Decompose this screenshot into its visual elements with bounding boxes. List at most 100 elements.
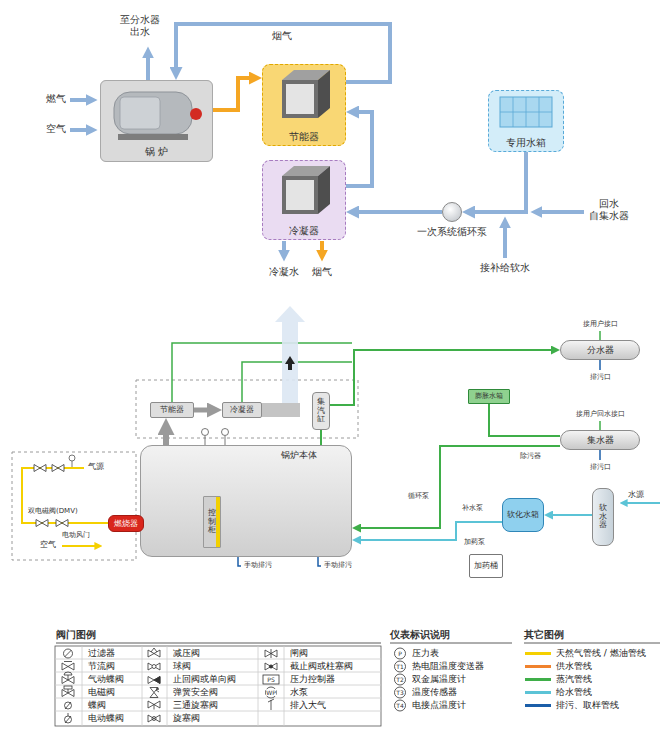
valve-legend-symbol — [64, 686, 72, 689]
valve-symbol — [52, 465, 64, 472]
valve-legend-symbol — [148, 663, 160, 670]
legend-item: 压力表 — [412, 648, 439, 659]
legend-swatch — [525, 665, 551, 668]
flow-arrow — [70, 56, 584, 258]
valve-legend-symbol — [156, 688, 159, 692]
valve-legend-symbol — [266, 687, 277, 698]
legend-text: 过滤器 — [88, 648, 115, 658]
gas-pipe — [22, 468, 108, 523]
water-tank-illustration — [513, 97, 514, 127]
legend-text: 蒸汽管线 — [556, 674, 592, 684]
economizer-illustration — [282, 80, 318, 118]
boiler-illustration — [190, 108, 202, 120]
valve-legend-symbol — [68, 675, 69, 680]
symbol-text: T1 — [396, 663, 403, 670]
valve-legend-symbol — [64, 661, 72, 662]
legend-heading: 仪表标识说明 — [390, 629, 450, 641]
node-text: 软水器 — [599, 504, 607, 530]
legend-swatch-box — [524, 661, 552, 672]
node-text: 冷凝器 — [230, 405, 254, 414]
gas-pipe — [62, 545, 96, 547]
drain-label: 手动排污 — [244, 561, 272, 569]
valve-legend-symbol — [65, 702, 72, 709]
legend-text: 减压阀 — [173, 648, 200, 658]
drain-label: 排污口 — [590, 463, 611, 471]
valve-legend-symbol — [263, 675, 279, 684]
valve-legend-symbol — [148, 701, 160, 708]
valve-legend-symbol — [265, 663, 277, 670]
instrument-legend-symbol — [395, 687, 406, 698]
legend-swatch — [525, 678, 551, 681]
port-label: 接用户回水接口 — [576, 410, 625, 418]
water-tank-illustration — [539, 97, 540, 127]
valve-legend-symbol — [154, 705, 155, 710]
output-label: 冷凝水 — [269, 266, 299, 278]
economizer-illustration — [282, 70, 330, 80]
steam-pipe — [172, 331, 600, 430]
legend-item: 电动蝶阀 — [88, 713, 124, 724]
water-tank-box: 专用水箱 — [488, 90, 564, 152]
flow-arrow — [503, 226, 507, 258]
condenser-box: 冷凝器 — [262, 160, 346, 240]
legend-item: 气动蝶阀 — [88, 674, 124, 685]
water-tank-illustration — [488, 90, 564, 152]
legend-item: 双金属温度计 — [412, 674, 466, 685]
chimney — [262, 403, 300, 417]
node-text: 软化水箱 — [507, 510, 539, 519]
legend-swatch — [525, 691, 551, 694]
economizer-illustration — [286, 84, 314, 114]
legend-item: 闸阀 — [290, 648, 308, 659]
port-label: 接用户接口 — [583, 320, 618, 328]
dashed-boundary — [136, 380, 358, 438]
instrument-legend-symbol — [395, 648, 406, 711]
control-cabinet: 控制柜 — [203, 496, 221, 548]
drain-pipe — [599, 450, 601, 460]
chimney — [288, 364, 292, 370]
valve-symbol — [56, 520, 68, 527]
gas-pipe — [22, 468, 108, 546]
pump-label: 补水泵 — [462, 504, 483, 512]
valve-legend-symbol — [148, 715, 160, 722]
drain-label: 手动排污 — [324, 561, 352, 569]
legend-text: 气动蝶阀 — [88, 674, 124, 684]
steam-pipe — [330, 350, 551, 405]
flow-arrow — [70, 98, 88, 102]
chimney — [282, 322, 298, 403]
legend-table — [55, 711, 381, 712]
node-text: 分水器 — [587, 345, 614, 355]
flow-arrow — [320, 241, 324, 252]
legend-item: 压力控制器 — [290, 674, 335, 685]
valve-legend-symbol — [65, 716, 72, 723]
legend-item: 排污、取样管线 — [556, 700, 619, 711]
symbol-text: T4 — [396, 702, 403, 709]
outlet-label: 至分水器 出水 — [118, 14, 162, 38]
instrument-legend-symbol — [395, 661, 406, 672]
legend-text: 球阀 — [173, 661, 191, 671]
steam-pipe — [242, 362, 352, 402]
legend-item: 水泵 — [290, 687, 308, 698]
legend-item: 排入大气 — [290, 700, 326, 711]
pressure-gauge — [205, 436, 206, 445]
legend-table — [55, 646, 381, 726]
legend-table — [55, 698, 381, 699]
legend-table — [55, 672, 381, 673]
economizer-box: 节能器 — [150, 402, 194, 418]
circulation-pump: 一次系统循环泵 — [442, 202, 462, 222]
valve-legend-symbol — [68, 713, 69, 716]
pressure-gauge — [222, 429, 229, 436]
legend-item: 给水管线 — [556, 687, 592, 698]
valve-legend-symbol — [150, 688, 158, 693]
legend-table — [284, 646, 285, 726]
legend-item: 旋塞阀 — [173, 713, 200, 724]
instrument-legend-symbol — [395, 674, 406, 685]
valve-legend-symbol — [62, 677, 74, 684]
node-text: 膨胀水箱 — [475, 392, 503, 400]
pressure-gauge — [72, 461, 73, 468]
dashed-boundary — [12, 452, 136, 560]
air-label: 空气 — [40, 540, 56, 550]
pressure-gauge — [202, 429, 209, 436]
legend-text: 截止阀或柱塞阀 — [290, 661, 353, 671]
